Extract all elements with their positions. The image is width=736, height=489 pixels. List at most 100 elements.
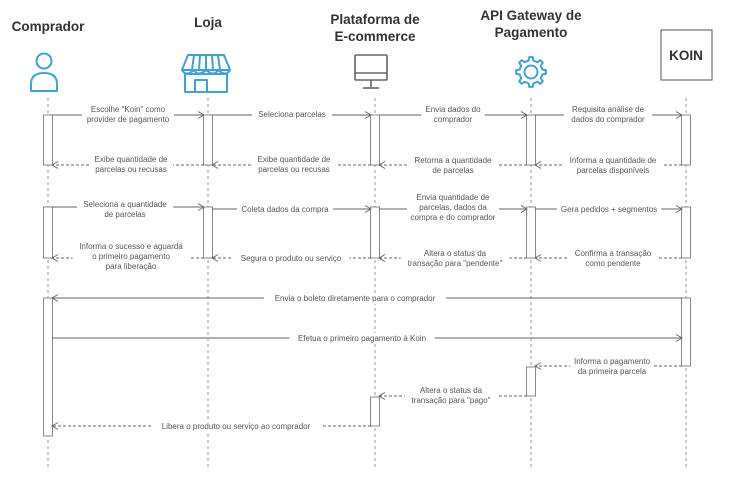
message-label-bg [569,248,657,269]
message-label: transação para "pendente" [408,259,503,268]
actor-title: Plataforma de [330,12,420,27]
message-label: Retorna a quantidade [415,156,493,165]
arrow-head [364,111,372,119]
arrow-head [534,254,542,262]
arrow-head [675,334,683,342]
message-label: Altera o status da [420,386,483,395]
activation-bar [370,206,380,259]
arrow-head [197,111,205,119]
message-label-bg [404,385,498,406]
person-icon [30,52,58,92]
message-label-bg [252,154,336,175]
message-label: comprador [434,115,473,124]
arrow-head [378,392,386,400]
message-label-bg [406,192,500,223]
message-label: Gera pedidos + segmentos [561,205,657,214]
message-label: Exibe quantidade de [95,155,169,164]
message-label-bg [556,204,662,215]
activation-bar [526,114,536,166]
message-label: parcelas disponíveis [577,166,649,175]
gear-icon [515,56,547,88]
message-label: provider de pagamento [87,115,170,124]
actor-title: Loja [194,15,222,30]
arrow-head [534,362,542,370]
actor-title: Pagamento [495,25,568,40]
koin-box [660,29,713,81]
message-label-bg [252,109,332,120]
arrow-head [534,161,542,169]
message-label: de parcelas [104,210,145,219]
message-label: o primeiro pagamento [92,252,170,261]
message-label-bg [232,253,350,264]
arrow-head [520,111,528,119]
arrow-head [211,254,219,262]
message-label: Altera o status da [424,249,487,258]
arrow-head [364,205,372,213]
message-label: como pendente [585,259,641,268]
message-label: Escolhe "Koin" como [91,105,166,114]
message-label: Informa o pagamento [574,357,651,366]
activation-bar [370,396,380,427]
message-label: de parcelas [432,166,473,175]
message-label: Efetua o primeiro pagamento à Koin [298,334,426,343]
message-label-bg [421,104,485,125]
arrow-head [378,254,386,262]
message-label: Seleciona parcelas [258,110,326,119]
message-label-bg [409,155,497,176]
message-label: transação para "pago" [411,396,490,405]
message-label: Envia dados do [425,105,481,114]
actor-title: E-commerce [334,29,416,44]
arrow-head [51,422,59,430]
message-label: Confirma a transação [575,249,652,258]
message-label-bg [564,104,652,125]
activation-bar [203,206,213,259]
arrow-head [520,205,528,213]
actor-title: Comprador [12,19,86,34]
message-label: Libera o produto ou serviço ao comprador [162,422,311,431]
message-label-bg [151,421,321,432]
activation-bar [43,114,53,166]
arrow-head [51,294,59,302]
message-label-bg [263,293,447,304]
message-label: da primeira parcela [578,367,647,376]
arrow-head [675,111,683,119]
message-label: Seleciona a quantidade [83,200,167,209]
message-label: dados do comprador [571,115,645,124]
arrow-head [197,203,205,211]
store-icon [181,54,231,93]
message-label-bg [289,333,435,344]
message-label-bg [562,155,664,176]
arrow-head [51,161,59,169]
message-label: parcelas ou recusas [95,165,167,174]
message-label: Segura o produto ou serviço [241,254,342,263]
message-label-bg [236,204,334,215]
monitor-icon [354,54,388,89]
message-label: Requisita análise de [572,105,645,114]
message-label: Informa a quantidade de [570,156,657,165]
message-label-bg [72,241,190,272]
activation-bar [526,206,536,259]
message-label-bg [76,199,174,220]
message-label: parcelas, dados da [419,203,487,212]
message-label: Envia o boleto diretamente para o compra… [275,294,436,303]
actor-title: API Gateway de [480,8,582,23]
message-label-bg [89,154,173,175]
message-label: Coleta dados da compra [241,205,329,214]
message-label-bg [81,104,175,125]
message-label: para liberação [106,262,157,271]
message-label: parcelas ou recusas [258,165,330,174]
arrow-head [378,161,386,169]
arrow-head [51,254,59,262]
activation-bar [203,114,213,166]
koin-label: KOIN [669,48,703,63]
activation-bar [681,206,691,259]
arrow-head [675,205,683,213]
message-label: Exibe quantidade de [258,155,332,164]
activation-bars [43,114,691,437]
lifelines [47,98,687,470]
activation-bar [43,206,53,259]
message-label-bg [400,248,510,269]
activation-bar [681,114,691,166]
message-label: Envia quantidade de [417,193,491,202]
